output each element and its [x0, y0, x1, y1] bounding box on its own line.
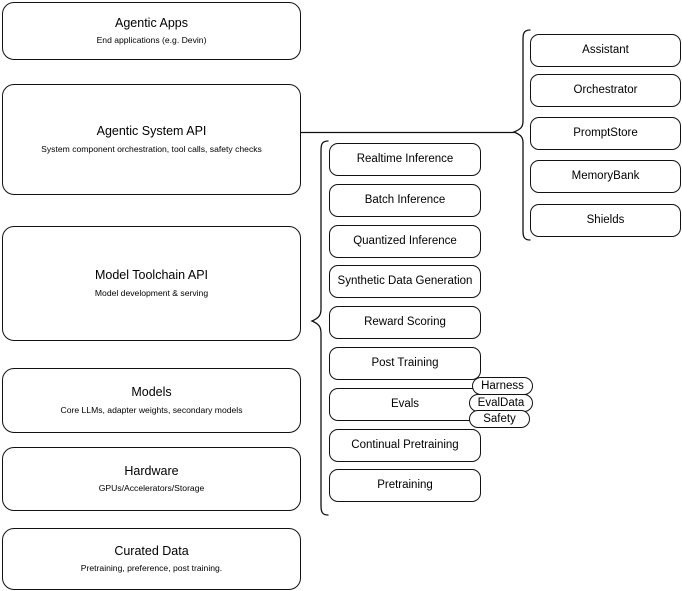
item-label: Continual Pretraining [351, 439, 459, 452]
eval-pill-safety[interactable]: Safety [469, 410, 530, 428]
pill-label: Harness [481, 380, 524, 392]
toolchain-item-pretraining[interactable]: Pretraining [329, 469, 481, 502]
system-item-orchestrator[interactable]: Orchestrator [530, 74, 681, 107]
item-label: PromptStore [573, 127, 638, 140]
layer-box-curated-data[interactable]: Curated Data Pretraining, preference, po… [2, 528, 301, 590]
connector-system-api-to-components [300, 126, 516, 140]
item-label: Realtime Inference [356, 153, 454, 166]
layer-subtitle: Core LLMs, adapter weights, secondary mo… [60, 404, 243, 415]
item-label: Shields [586, 214, 625, 227]
layer-subtitle: Model development & serving [94, 287, 209, 298]
layer-box-agentic-system-api[interactable]: Agentic System API System component orch… [2, 84, 301, 195]
pill-label: EvalData [477, 397, 525, 409]
layer-title: Curated Data [114, 543, 189, 558]
layer-box-hardware[interactable]: Hardware GPUs/Accelerators/Storage [2, 447, 301, 511]
item-label: Assistant [582, 44, 629, 57]
toolchain-item-quantized-inference[interactable]: Quantized Inference [329, 225, 481, 258]
layer-subtitle: GPUs/Accelerators/Storage [98, 483, 205, 494]
layer-title: Hardware [124, 463, 179, 478]
bracket-toolchain-components [310, 139, 330, 517]
item-label: Post Training [371, 357, 439, 370]
system-item-promptstore[interactable]: PromptStore [530, 117, 681, 150]
pill-label: Safety [483, 413, 516, 425]
system-item-memorybank[interactable]: MemoryBank [530, 160, 681, 193]
layer-box-agentic-apps[interactable]: Agentic Apps End applications (e.g. Devi… [2, 2, 301, 60]
layer-box-models[interactable]: Models Core LLMs, adapter weights, secon… [2, 368, 301, 433]
item-label: Quantized Inference [353, 235, 457, 248]
layer-title: Models [131, 385, 172, 400]
layer-subtitle: Pretraining, preference, post training. [80, 563, 223, 574]
layer-title: Agentic Apps [115, 15, 188, 30]
toolchain-item-evals[interactable]: Evals [329, 388, 481, 421]
system-item-assistant[interactable]: Assistant [530, 34, 681, 67]
layer-subtitle: System component orchestration, tool cal… [41, 143, 262, 154]
layer-title: Model Toolchain API [94, 268, 209, 283]
toolchain-item-synthetic-data-generation[interactable]: Synthetic Data Generation [329, 265, 481, 298]
layer-title: Agentic System API [96, 124, 207, 139]
toolchain-item-batch-inference[interactable]: Batch Inference [329, 184, 481, 217]
toolchain-item-continual-pretraining[interactable]: Continual Pretraining [329, 429, 481, 462]
item-label: Pretraining [377, 479, 433, 492]
item-label: MemoryBank [571, 170, 640, 183]
item-label: Synthetic Data Generation [337, 275, 473, 288]
bracket-system-components [512, 28, 532, 242]
toolchain-item-reward-scoring[interactable]: Reward Scoring [329, 306, 481, 339]
item-label: Reward Scoring [364, 316, 446, 329]
layer-box-model-toolchain-api[interactable]: Model Toolchain API Model development & … [2, 226, 301, 341]
toolchain-item-post-training[interactable]: Post Training [329, 347, 481, 380]
item-label: Evals [390, 398, 420, 411]
layer-subtitle: End applications (e.g. Devin) [96, 35, 207, 46]
toolchain-item-realtime-inference[interactable]: Realtime Inference [329, 143, 481, 176]
item-label: Batch Inference [364, 194, 446, 207]
item-label: Orchestrator [573, 84, 638, 97]
system-item-shields[interactable]: Shields [530, 204, 681, 237]
eval-pill-harness[interactable]: Harness [472, 377, 533, 395]
